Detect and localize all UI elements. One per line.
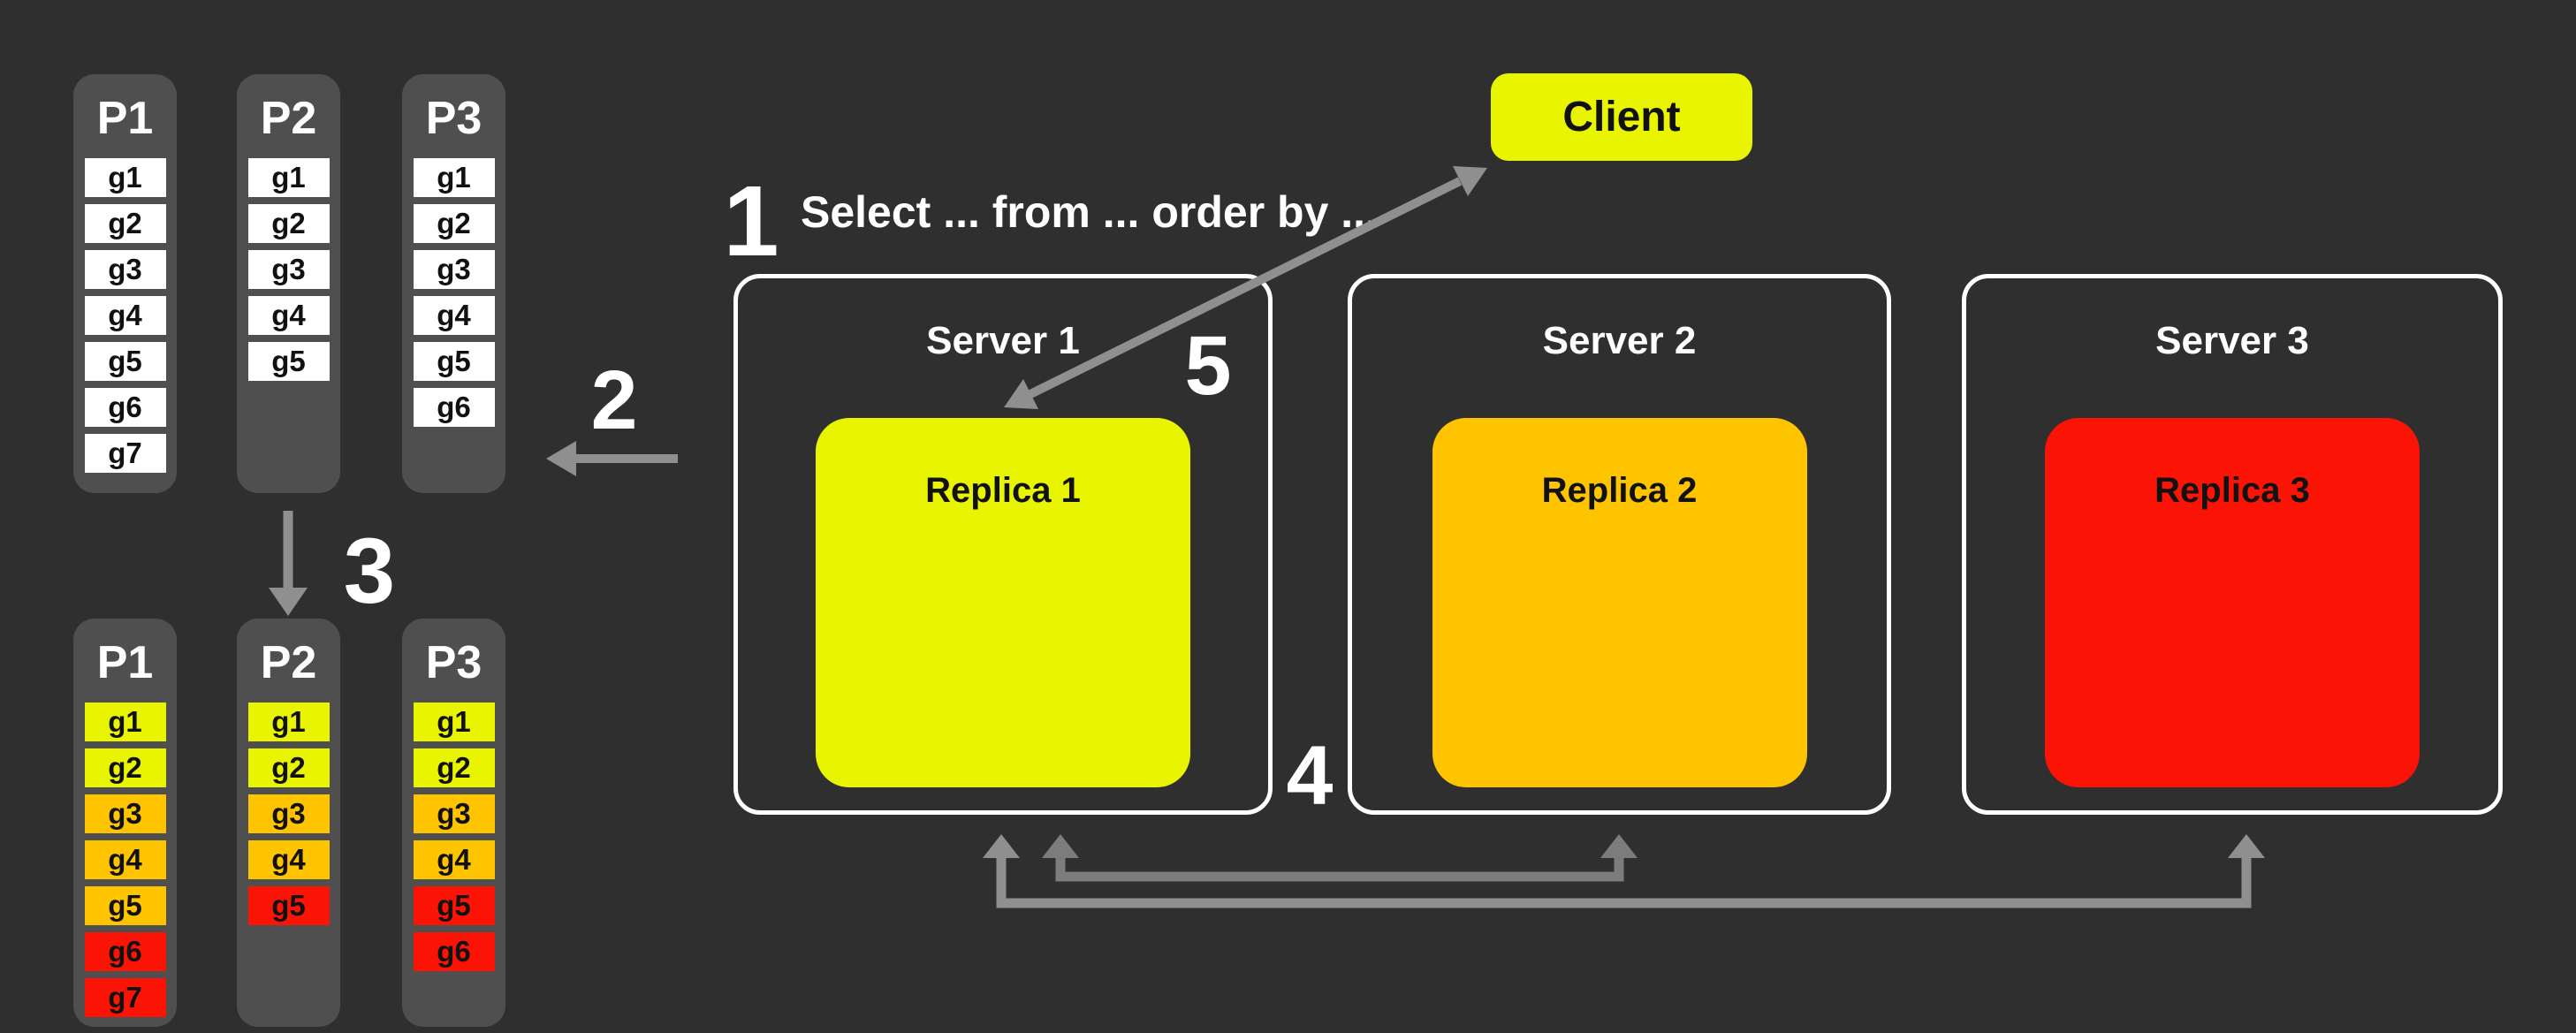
step-3-number: 3 [343,520,396,623]
partition-column-unsorted-p3: P3 g1 g2 g3 g4 g5 g6 [402,74,505,493]
group-box-g6: g6 [413,388,495,428]
group-box-g1: g1 [247,158,330,198]
step-5-number: 5 [1184,319,1232,413]
group-box-g7: g7 [84,978,166,1018]
query-text: Select ... from ... order by ... [801,187,1378,237]
arrow-line [1055,850,1624,882]
group-box-g1: g1 [247,703,330,742]
group-box-g3: g3 [413,794,495,834]
step-2-number: 2 [590,353,638,447]
group-box-g6: g6 [84,388,166,428]
arrowhead-up-server3 [2228,834,2265,858]
partition-title: P2 [260,637,317,688]
server-title: Server 3 [2155,319,2309,362]
group-box-g3: g3 [84,794,166,834]
group-box-g5: g5 [84,342,166,382]
partition-groups: g1 g2 g3 g4 g5 g6 [402,703,505,972]
partition-column-unsorted-p1: P1 g1 g2 g3 g4 g5 g6 g7 [73,74,177,493]
group-box-g2: g2 [413,748,495,788]
replica-label: Replica 3 [2154,471,2310,510]
partition-column-scored-p2: P2 g1 g2 g3 g4 g5 [237,619,340,1027]
step-4-number: 4 [1286,729,1334,823]
partition-groups: g1 g2 g3 g4 g5 g6 g7 [73,703,177,1018]
group-box-g4: g4 [84,296,166,336]
group-box-g1: g1 [84,158,166,198]
group-box-g7: g7 [84,434,166,474]
group-box-g5: g5 [247,886,330,926]
partition-groups: g1 g2 g3 g4 g5 [237,703,340,926]
arrow-replication-server1-server2 [1042,834,1638,882]
group-box-g5: g5 [413,342,495,382]
arrowhead-to-client [1453,166,1487,196]
partition-title: P1 [96,637,154,688]
group-box-g2: g2 [247,748,330,788]
group-box-g4: g4 [247,840,330,880]
arrowhead-down [269,588,308,616]
arrowhead-left [546,441,576,476]
group-box-g6: g6 [413,932,495,972]
group-box-g1: g1 [413,158,495,198]
group-box-g3: g3 [247,794,330,834]
group-box-g5: g5 [84,886,166,926]
group-box-g1: g1 [84,703,166,742]
arrowhead-up-server1 [1042,834,1079,858]
partition-title: P2 [260,93,317,144]
partition-column-scored-p3: P3 g1 g2 g3 g4 g5 g6 [402,619,505,1027]
client-box: Client [1491,73,1752,161]
server-3-box: Server 3 Replica 3 [1962,274,2503,815]
arrow-line [996,850,2252,908]
server-1-box: Server 1 Replica 1 [733,274,1273,815]
partition-title: P3 [425,637,483,688]
client-label: Client [1562,94,1681,141]
arrowhead-up-server1 [983,834,1020,858]
group-box-g5: g5 [413,886,495,926]
arrowhead-up-server2 [1600,834,1638,858]
group-box-g3: g3 [247,250,330,290]
group-box-g2: g2 [247,204,330,244]
group-box-g4: g4 [84,840,166,880]
group-box-g2: g2 [84,748,166,788]
step-1-number: 1 [723,165,779,277]
group-box-g3: g3 [413,250,495,290]
replica-2-box: Replica 2 [1432,418,1807,787]
partition-column-scored-p1: P1 g1 g2 g3 g4 g5 g6 g7 [73,619,177,1027]
partition-title: P1 [96,93,154,144]
group-box-g4: g4 [247,296,330,336]
server-title: Server 2 [1542,319,1697,362]
partition-title: P3 [425,93,483,144]
replica-label: Replica 2 [1541,471,1698,510]
group-box-g4: g4 [413,840,495,880]
replica-3-box: Replica 3 [2045,418,2420,787]
arrow-score-partitions [269,511,308,616]
replica-label: Replica 1 [925,471,1081,510]
group-box-g6: g6 [84,932,166,972]
group-box-g4: g4 [413,296,495,336]
arrow-replication-server1-server3 [983,834,2265,908]
replica-1-box: Replica 1 [816,418,1190,787]
group-box-g5: g5 [247,342,330,382]
group-box-g1: g1 [413,703,495,742]
group-box-g2: g2 [413,204,495,244]
partition-groups: g1 g2 g3 g4 g5 g6 g7 [73,158,177,474]
partition-groups: g1 g2 g3 g4 g5 g6 [402,158,505,428]
group-box-g3: g3 [84,250,166,290]
group-box-g2: g2 [84,204,166,244]
server-2-box: Server 2 Replica 2 [1348,274,1891,815]
partition-column-unsorted-p2: P2 g1 g2 g3 g4 g5 [237,74,340,493]
partition-groups: g1 g2 g3 g4 g5 [237,158,340,382]
